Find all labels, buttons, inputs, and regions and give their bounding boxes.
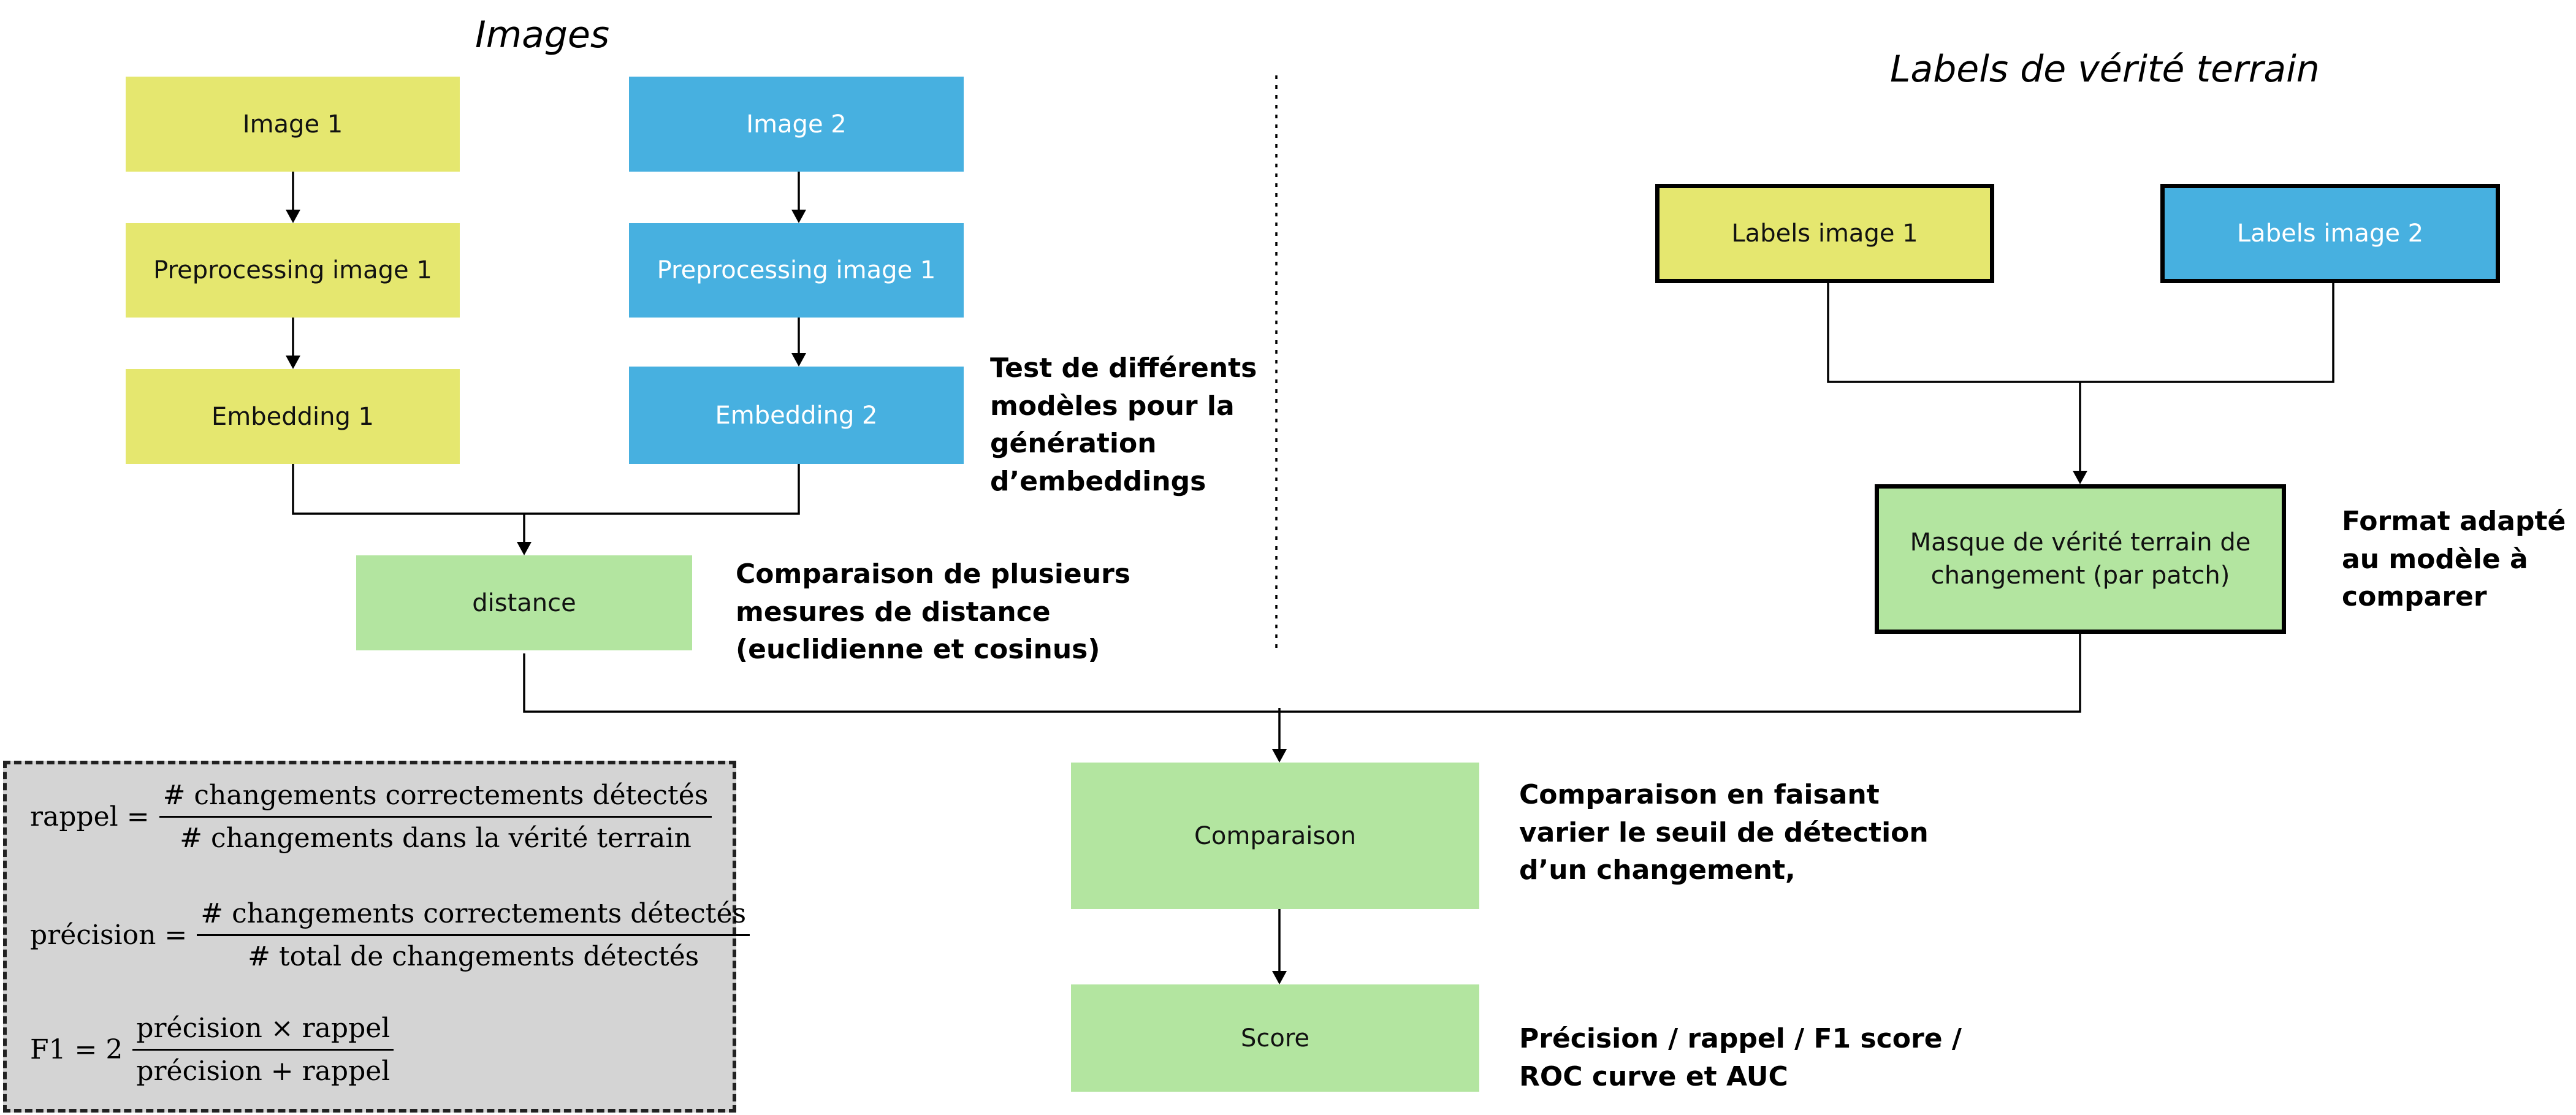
embeddings-note-line: Test de différents	[990, 352, 1257, 384]
format-note-line: Format adapté	[2342, 506, 2566, 537]
embeddings-note-line: modèles pour la	[990, 390, 1235, 422]
f1-formula: F1 = 2 précision × rappel précision + ra…	[30, 1013, 394, 1087]
rappel-numerator: # changements correctements détectés	[159, 780, 712, 818]
preprocessing-image2-box: Preprocessing image 1	[629, 223, 964, 318]
labels-section-title: Labels de vérité terrain	[1890, 48, 2320, 91]
distance-note-line: (euclidienne et cosinus)	[736, 634, 1100, 666]
preprocessing-image1-box: Preprocessing image 1	[126, 223, 460, 318]
embeddings-note-line: d’embeddings	[990, 465, 1206, 497]
precision-denominator: # total de changements détectés	[248, 941, 699, 972]
arrowhead-score	[1272, 971, 1287, 984]
connector-labels-mask	[1827, 281, 2334, 383]
rappel-formula: rappel = # changements correctements dét…	[30, 780, 712, 854]
precision-formula: précision = # changements correctements …	[30, 898, 750, 972]
distance-box: distance	[356, 555, 692, 650]
embedding2-box: Embedding 2	[629, 367, 964, 464]
format-note: Format adapté au modèle à comparer	[2342, 503, 2566, 616]
metrics-formula-box: rappel = # changements correctements dét…	[3, 761, 750, 1113]
comparaison-note-line: Comparaison en faisant	[1519, 779, 1880, 810]
f1-denominator: précision + rappel	[136, 1056, 391, 1087]
connector-distance-comparaison	[523, 653, 1279, 713]
format-note-line: au modèle à	[2342, 543, 2528, 575]
comparaison-note-line: d’un changement,	[1519, 854, 1796, 886]
f1-numerator: précision × rappel	[132, 1013, 394, 1051]
precision-numerator: # changements correctements détectés	[197, 898, 750, 936]
score-note-line: ROC curve et AUC	[1519, 1060, 1788, 1092]
rappel-lhs: rappel =	[30, 801, 150, 832]
image1-box: Image 1	[126, 77, 460, 172]
distance-note-line: Comparaison de plusieurs	[736, 558, 1130, 590]
arrowhead-distance	[517, 542, 532, 555]
images-section-title: Images	[475, 13, 610, 56]
comparaison-note: Comparaison en faisant varier le seuil d…	[1519, 776, 1929, 889]
embedding1-box: Embedding 1	[126, 369, 460, 464]
rappel-denominator: # changements dans la vérité terrain	[180, 823, 692, 854]
f1-lhs: F1 = 2	[30, 1034, 123, 1065]
precision-fraction: # changements correctements détectés # t…	[197, 898, 750, 972]
embeddings-note-line: génération	[990, 428, 1157, 460]
precision-lhs: précision =	[30, 919, 188, 951]
comparaison-box: Comparaison	[1071, 763, 1479, 909]
arrowhead-comparaison	[1272, 749, 1287, 763]
score-note: Précision / rappel / F1 score / ROC curv…	[1519, 1020, 1962, 1095]
score-box: Score	[1071, 984, 1479, 1092]
distance-note: Comparaison de plusieurs mesures de dist…	[736, 555, 1130, 669]
distance-note-line: mesures de distance	[736, 596, 1051, 628]
arrowhead-prep2-emb2	[791, 353, 806, 367]
rappel-fraction: # changements correctements détectés # c…	[159, 780, 712, 854]
image2-box: Image 2	[629, 77, 964, 172]
ground-truth-mask-box: Masque de vérité terrain de changement (…	[1875, 484, 2286, 634]
comparaison-note-line: varier le seuil de détection	[1519, 816, 1929, 848]
embeddings-note: Test de différents modèles pour la génér…	[990, 349, 1257, 500]
connector-embeddings-distance	[292, 464, 800, 515]
arrowhead-image1-prep1	[286, 210, 300, 223]
arrowhead-mask	[2073, 471, 2087, 484]
score-note-line: Précision / rappel / F1 score /	[1519, 1023, 1962, 1054]
f1-fraction: précision × rappel précision + rappel	[132, 1013, 394, 1087]
connector-mask-comparaison	[1279, 634, 2081, 713]
labels-image2-box: Labels image 2	[2160, 184, 2500, 283]
labels-image1-box: Labels image 1	[1655, 184, 1994, 283]
arrowhead-image2-prep2	[791, 210, 806, 223]
arrowhead-prep1-emb1	[286, 356, 300, 369]
format-note-line: comparer	[2342, 581, 2487, 613]
